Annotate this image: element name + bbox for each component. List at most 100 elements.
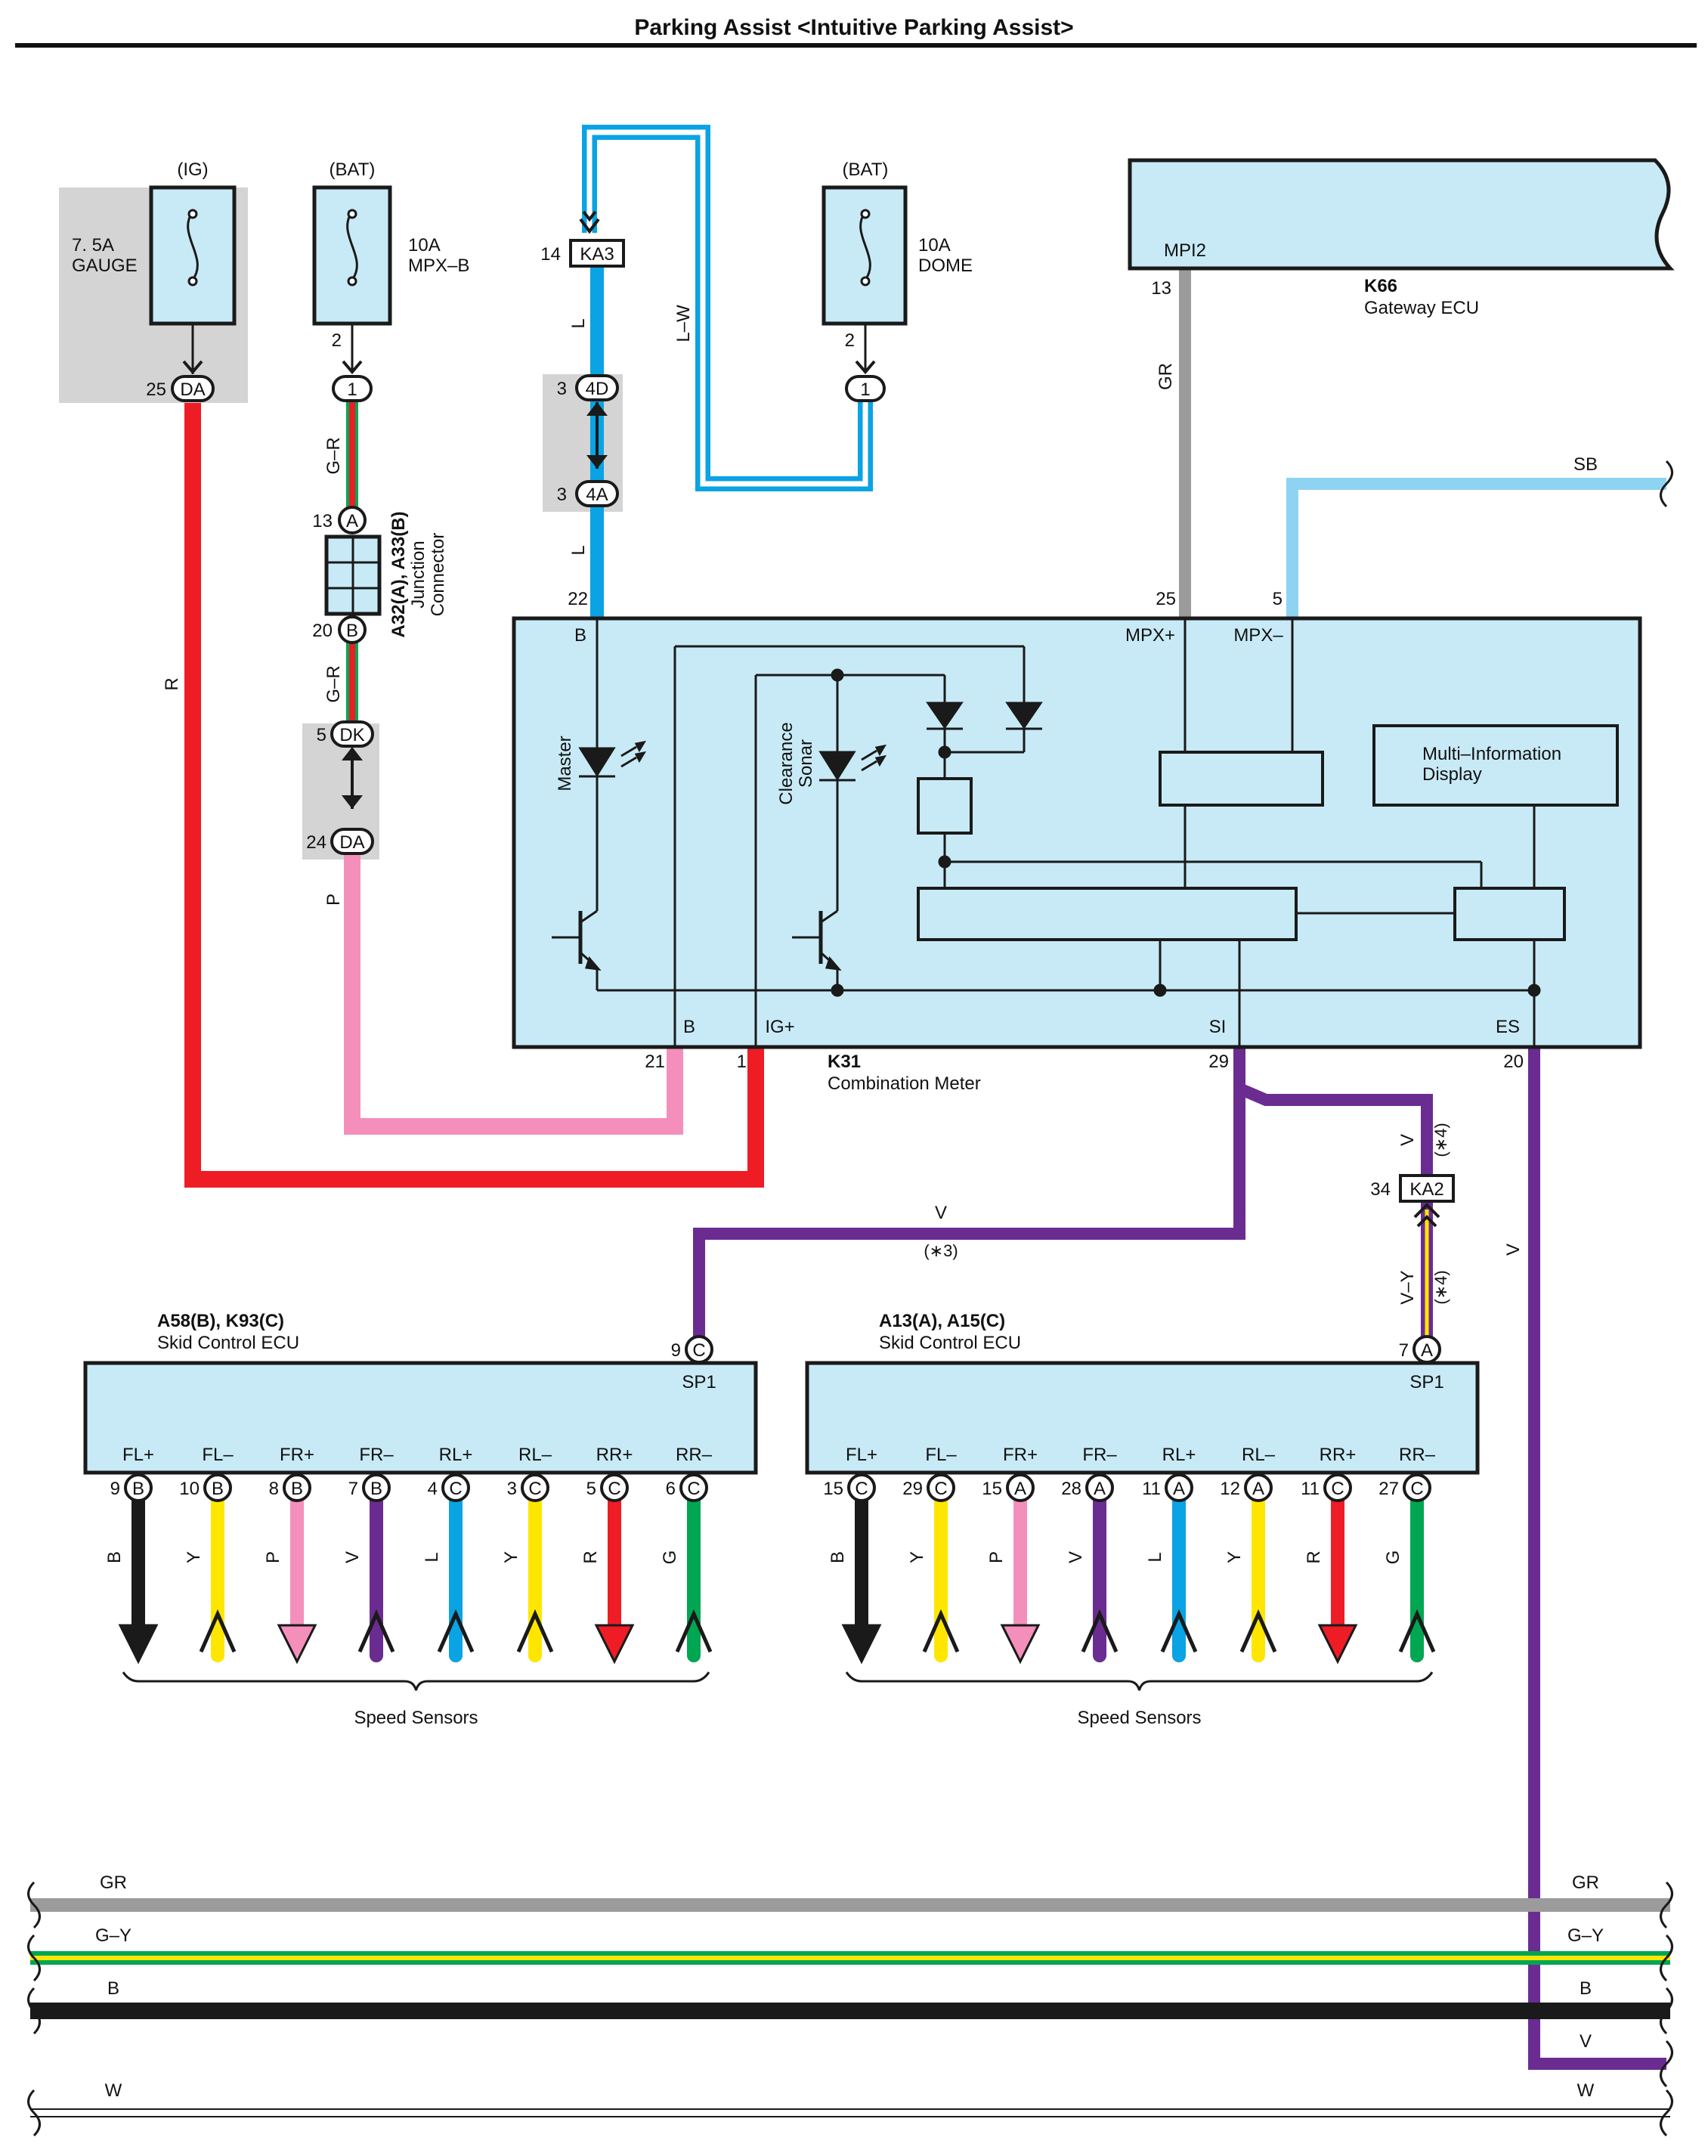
skid-wire-label: R xyxy=(580,1550,601,1563)
wire-label-sb: SB xyxy=(1573,454,1598,475)
skid-wire-label: Y xyxy=(1224,1551,1245,1563)
conn-4d-label: 4D xyxy=(586,379,609,399)
sensor-arrow-in xyxy=(437,1609,475,1653)
skid-terminal-label: RR– xyxy=(676,1445,713,1465)
skid-terminal-circle xyxy=(1165,1473,1193,1502)
skid-terminal-label: RR+ xyxy=(596,1445,633,1465)
skid-terminal-circle xyxy=(1244,1473,1273,1502)
skid-terminal-label: RR– xyxy=(1399,1445,1436,1465)
skid-terminal-label: FR– xyxy=(1082,1445,1117,1465)
skid-terminal-circle xyxy=(600,1473,629,1502)
meter-label-b-top: B xyxy=(574,625,586,646)
wire-label-v-meter: V xyxy=(1397,1134,1418,1146)
conn-dome-label: 1 xyxy=(860,379,870,400)
wire-label-v-right: V xyxy=(1503,1244,1524,1256)
wire-label-p: P xyxy=(323,894,344,906)
skid-terminal-circle xyxy=(283,1473,311,1502)
skid-wire-label: Y xyxy=(907,1551,927,1563)
skid-wire-label: G xyxy=(1383,1550,1403,1565)
fuse-mpxb: (BAT) 10A MPX–B xyxy=(312,160,469,370)
meter-name: Combination Meter xyxy=(828,1073,981,1094)
wire-label-l-1: L xyxy=(568,318,589,328)
meter-pin-ig: 1 xyxy=(737,1052,747,1072)
conn-da2-label: DA xyxy=(339,832,364,853)
fuse-dome-supply: (BAT) xyxy=(843,160,889,180)
speed-sensors-label: Speed Sensors xyxy=(1077,1708,1201,1728)
skid-wire-label: B xyxy=(828,1551,848,1563)
skid-terminal-pin: 15 xyxy=(982,1479,1002,1499)
skid-sp-conn: C xyxy=(692,1340,705,1361)
connector-4d-4a: 4D 3 4A 3 xyxy=(557,374,619,507)
skid-terminal-circle xyxy=(521,1473,549,1502)
bus-label-w: W xyxy=(105,2080,122,2101)
meter-master-label: Master xyxy=(555,736,575,791)
bus-label-gr-right: GR xyxy=(1572,1873,1599,1893)
wire-label-lw: L–W xyxy=(673,305,694,342)
junction-top-pin: 13 xyxy=(312,511,333,531)
fuse-gauge: (IG) 7. 5A GAUGE xyxy=(72,160,237,374)
skid-wire-label: P xyxy=(986,1551,1007,1563)
sensor-arrow-out xyxy=(277,1624,317,1665)
skid-wire-label: P xyxy=(263,1551,283,1563)
sensor-arrow-in xyxy=(357,1609,395,1653)
junction-code: A32(A), A33(B) xyxy=(388,511,409,637)
meter-label-ig: IG+ xyxy=(765,1017,794,1037)
wire-v-ka2 xyxy=(1233,1047,1433,1176)
skid-terminal-circle xyxy=(124,1473,153,1502)
fuse-dome: (BAT) 10A DOME xyxy=(822,160,973,370)
bus-label-gy-right: G–Y xyxy=(1567,1925,1604,1946)
skid-terminal-conn: B xyxy=(132,1479,144,1499)
conn-ka3-pin: 14 xyxy=(540,244,561,265)
skid-terminal-label: FR+ xyxy=(1003,1445,1038,1465)
skid-terminal-circle xyxy=(1403,1473,1431,1502)
meter-pin-mpxm: 5 xyxy=(1273,589,1283,609)
skid-sp-label: SP1 xyxy=(1409,1372,1443,1392)
meter-mid-label-2: Display xyxy=(1422,764,1482,785)
wire-label-vy-note: (∗4) xyxy=(1431,1270,1450,1304)
meter-code: K31 xyxy=(828,1052,861,1072)
skid-sp-pin: 9 xyxy=(671,1340,681,1361)
meter-pin-si: 29 xyxy=(1208,1052,1229,1072)
page-title: Parking Assist <Intuitive Parking Assist… xyxy=(634,15,1073,40)
conn-4d-pin: 3 xyxy=(557,379,567,399)
skid-terminal-conn: A xyxy=(1094,1479,1106,1499)
skid-terminal-circle xyxy=(362,1473,391,1502)
bus-label-gr: GR xyxy=(100,1873,127,1893)
sensor-arrow-out xyxy=(1000,1624,1041,1665)
junction-bottom-pin: 20 xyxy=(312,621,333,641)
skid-terminal-label: FR+ xyxy=(280,1445,314,1465)
skid-terminal-circle xyxy=(927,1473,955,1502)
bus-label-v-right: V xyxy=(1580,2031,1592,2052)
conn-ka2-label: KA2 xyxy=(1409,1179,1443,1200)
skid-terminal-conn: C xyxy=(528,1479,541,1499)
skid-terminal-conn: C xyxy=(449,1479,462,1499)
bus-label-w-right: W xyxy=(1577,2080,1595,2101)
wire-label-l-2: L xyxy=(568,545,589,555)
skid-wire-label: V xyxy=(1066,1551,1086,1563)
sensor-arrow-out xyxy=(1317,1624,1358,1665)
gateway-port: MPI2 xyxy=(1164,240,1206,261)
conn-4a-pin: 3 xyxy=(557,485,567,505)
bus-label-gy: G–Y xyxy=(95,1925,132,1946)
skid-wire-label: L xyxy=(1145,1552,1165,1562)
conn-da-label: DA xyxy=(180,379,205,400)
wire-label-vy: V–Y xyxy=(1397,1270,1418,1304)
skid-ecu-box xyxy=(805,1361,1480,1475)
connector-ka3: KA3 14 xyxy=(540,210,625,268)
speed-sensors-label: Speed Sensors xyxy=(354,1708,478,1728)
conn-ka2-pin: 34 xyxy=(1370,1179,1391,1200)
conn-da2-pin: 24 xyxy=(306,832,326,853)
skid-terminal-circle xyxy=(847,1473,876,1502)
wire-label-v-mid: V xyxy=(935,1203,947,1223)
skid-terminal-conn: C xyxy=(855,1479,868,1499)
skid-terminal-circle xyxy=(441,1473,470,1502)
fuse-dome-rating: 10A xyxy=(918,235,951,256)
skid-wire-label: V xyxy=(342,1551,363,1563)
bus-label-b-right: B xyxy=(1580,1978,1592,1999)
skid-terminal-pin: 5 xyxy=(586,1479,596,1499)
speed-sensors-brace xyxy=(122,1671,710,1691)
bus-wave-left xyxy=(27,1881,41,2137)
skid-terminal-pin: 12 xyxy=(1220,1479,1240,1499)
